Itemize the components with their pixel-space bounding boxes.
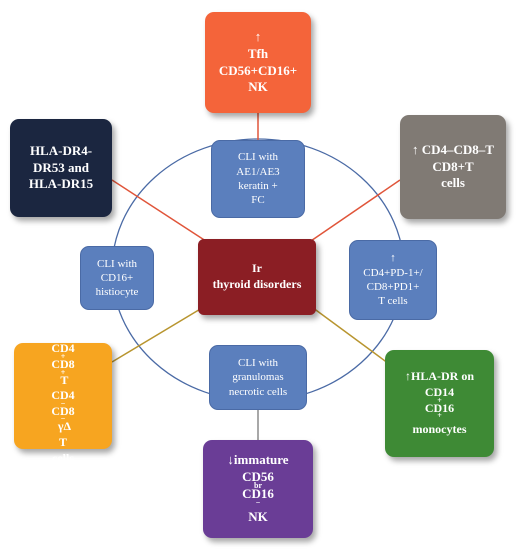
bottom-node-line: ↓immature <box>227 452 289 468</box>
text-part: CD4 <box>51 341 75 356</box>
bottom-left-line: CD4−CD8− γΔ <box>51 388 75 434</box>
bottom-blue-line: CLI with <box>237 357 279 370</box>
text-part: T <box>57 372 69 387</box>
top-node: ↑ Tfh CD56+CD16+ NK <box>205 12 311 113</box>
left-blue-line: CD16+ <box>100 271 134 284</box>
bottom-left-node: ↑NK CD4+CD8+ T CD4−CD8− γΔ T cells <box>14 326 112 465</box>
bottom-right-node: ↑HLA-DR on CD14+CD16+ monocytes <box>385 350 494 457</box>
bottom-right-line: CD14+CD16+ <box>424 384 455 421</box>
text-part: CD56 <box>242 469 274 485</box>
connector-top-right <box>304 179 401 246</box>
top-node-line: CD56+CD16+ <box>218 62 298 78</box>
top-blue-line: CLI with <box>237 151 279 164</box>
connector-bottom-left <box>111 301 213 363</box>
text-part: CD8 <box>51 357 75 372</box>
right-blue-line: T cells <box>378 295 408 308</box>
top-blue-line: keratin + <box>238 180 278 192</box>
text-part: CD16 <box>242 486 274 501</box>
top-right-node-line: CD8+T <box>432 158 474 174</box>
top-left-node-line: HLA-DR15 <box>28 176 94 192</box>
top-left-node-line: HLA-DR4- <box>29 142 93 158</box>
text-part: CD16 <box>424 400 455 415</box>
bottom-blue-line: necrotic cells <box>228 385 288 398</box>
center-node-line: thyroid disorders <box>212 277 302 291</box>
right-blue-node: ↑ CD4+PD-1+/ CD8+PD1+ T cells <box>349 240 437 320</box>
bottom-right-line: monocytes <box>412 422 467 437</box>
right-blue-line: CD8+PD1+ <box>366 281 420 293</box>
right-blue-line: CD4+PD-1+/ <box>363 266 423 279</box>
bottom-left-line: CD4+CD8+ T <box>51 341 75 387</box>
right-blue-line: ↑ <box>390 252 396 265</box>
center-node-line: Ir <box>252 261 262 276</box>
connector-top-left <box>111 179 213 246</box>
top-node-line: Tfh <box>247 45 269 61</box>
top-right-node-line: cells <box>441 175 465 191</box>
top-left-node: HLA-DR4- DR53 and HLA-DR15 <box>10 119 112 217</box>
center-node: Ir thyroid disorders <box>198 239 316 315</box>
top-blue-line: AE1/AE3 <box>236 165 280 178</box>
text-part: CD4 <box>51 388 75 403</box>
top-node-line: ↑ <box>254 28 262 44</box>
top-blue-line: FC <box>251 194 265 207</box>
bottom-blue-node: CLI with granulomas necrotic cells <box>209 345 307 410</box>
bottom-left-line: T <box>58 434 67 449</box>
top-right-node-line: ↑ CD4–CD8–T <box>412 141 494 157</box>
left-blue-line: histiocyte <box>95 286 139 299</box>
bottom-right-line: ↑HLA-DR on <box>404 369 474 384</box>
bottom-left-line: cells <box>52 450 74 465</box>
top-left-node-line: DR53 and <box>33 159 89 175</box>
left-blue-line: CLI with <box>96 257 138 270</box>
top-blue-node: CLI with AE1/AE3 keratin + FC <box>211 140 305 218</box>
bottom-left-line: ↑NK <box>51 325 75 340</box>
connector-bottom-right <box>304 301 401 373</box>
top-node-line: NK <box>248 79 268 95</box>
text-part: CD14 <box>424 384 455 399</box>
text-part: CD8 <box>51 403 75 418</box>
bottom-blue-line: granulomas <box>232 371 284 384</box>
bottom-node-line: NK <box>248 508 268 524</box>
top-right-node: ↑ CD4–CD8–T CD8+T cells <box>400 115 506 219</box>
text-part: γΔ <box>54 419 72 434</box>
left-blue-node: CLI with CD16+ histiocyte <box>80 246 154 310</box>
